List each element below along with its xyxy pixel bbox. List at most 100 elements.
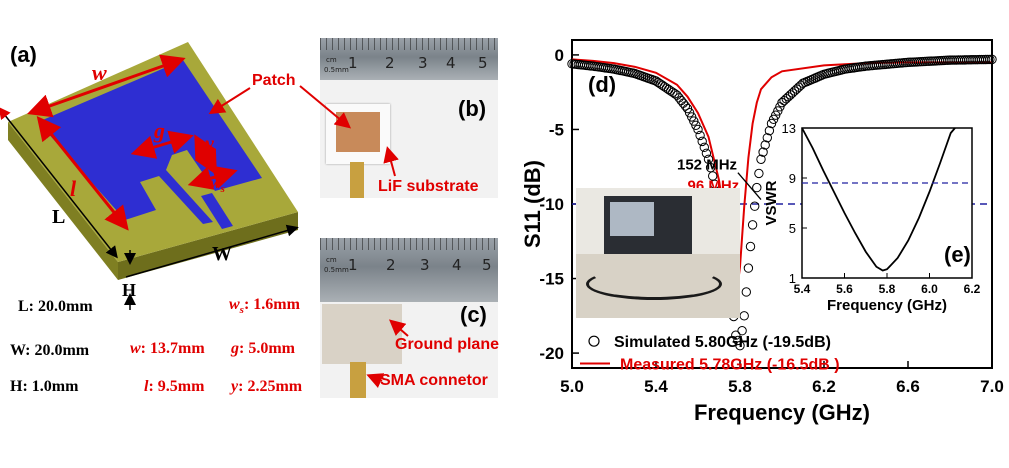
legend-marker-simulated	[588, 335, 600, 347]
dim-W: W: 20.0mm	[10, 342, 90, 359]
sim-point	[731, 330, 741, 340]
x-axis-label: Frequency (GHz)	[694, 400, 870, 425]
dim-y: y: 2.25mm	[231, 378, 302, 396]
pointer-patch-1	[208, 87, 251, 115]
sim-point	[743, 263, 754, 273]
sim-point	[701, 148, 712, 159]
cable	[586, 268, 722, 300]
pointer-ground	[388, 319, 409, 337]
dim-l-symbol: l	[144, 378, 149, 395]
legend-text-measured: Measured 5.78GHz (-16.5dB )	[620, 357, 840, 374]
dim-g: g: 5.0mm	[231, 340, 295, 358]
dim-L: L: 20.0mm	[18, 298, 93, 315]
dim-g-value: : 5.0mm	[239, 340, 295, 357]
sim-point	[754, 168, 764, 179]
ruler-num-c-2: 2	[386, 256, 396, 274]
label-lif-substrate: LiF substrate	[378, 178, 479, 195]
ruler-ticks-bottom	[320, 238, 498, 250]
ruler-ticks-top	[320, 38, 498, 50]
ruler-small-b: 0.5mm	[324, 66, 349, 74]
analyzer-screen	[610, 202, 654, 236]
antenna-label-ws-main: w	[210, 175, 221, 192]
antenna-label-ws-sub: s	[220, 183, 225, 196]
sim-point	[735, 340, 745, 351]
arrow-L	[0, 106, 118, 259]
ruler-num-c-3: 3	[420, 256, 430, 274]
x-tick-label-4: 6.6	[896, 377, 920, 396]
sim-point	[693, 124, 703, 135]
sim-point	[760, 140, 770, 150]
sim-point	[699, 142, 710, 153]
ruler-num-b-3: 3	[418, 54, 428, 72]
sim-point	[762, 133, 773, 143]
x-tick-label-2: 5.8	[728, 377, 752, 396]
antenna-label-l: l	[70, 176, 77, 201]
sim-point	[745, 241, 756, 252]
sim-point	[697, 136, 707, 147]
ruler-unit-c: cm	[326, 256, 337, 264]
sim-point	[758, 147, 768, 157]
ruler-num-b-2: 2	[385, 54, 395, 72]
arrow-w	[27, 54, 186, 118]
panel-label-e: (e)	[944, 242, 971, 267]
sim-point	[750, 201, 760, 211]
legend-text-simulated: Simulated 5.80GHz (-19.5dB)	[614, 334, 831, 351]
pointer-patch-2	[299, 85, 352, 129]
antenna-label-g: g	[154, 118, 165, 143]
dim-H: H: 1.0mm	[10, 378, 79, 395]
inset-y-tick-label-0: 1	[789, 271, 796, 286]
substrate-side-right	[118, 212, 298, 280]
sma-connector-c	[350, 362, 366, 398]
label-sma-connector: SMA connetor	[380, 372, 488, 389]
arrow-g	[130, 130, 194, 159]
antenna-label-w: w	[92, 60, 107, 85]
dim-y-symbol: y	[231, 378, 239, 395]
sim-point	[756, 154, 766, 164]
sim-point	[739, 311, 749, 321]
inset-y-axis-label: VSWR	[763, 180, 780, 225]
feed-line	[201, 193, 233, 229]
dim-ws-value: : 1.6mm	[243, 296, 300, 313]
antenna-label-W: W	[212, 243, 232, 265]
dim-ws: ws: 1.6mm	[229, 296, 300, 316]
sim-point	[752, 182, 762, 193]
panel-label-c: (c)	[460, 302, 487, 327]
inset-x-tick-label-2: 5.8	[879, 282, 896, 296]
sim-point	[680, 101, 691, 111]
x-tick-label-1: 5.4	[644, 377, 668, 396]
inset-x-axis-label: Frequency (GHz)	[827, 297, 947, 314]
panel-label-d: (d)	[588, 72, 617, 97]
sim-point	[987, 54, 997, 65]
inset-y-tick-label-2: 9	[789, 171, 796, 186]
sim-point	[695, 130, 705, 141]
photo-pointer-arrows	[208, 85, 409, 388]
inset-x-tick-label-0: 5.4	[794, 282, 811, 296]
sma-connector-b	[350, 162, 364, 198]
photo-network-analyzer	[576, 188, 740, 318]
dim-l-value: : 9.5mm	[148, 378, 205, 395]
dim-w-value: : 13.7mm	[140, 340, 205, 357]
ruler-num-c-4: 4	[452, 256, 462, 274]
ruler-num-b-4: 4	[446, 54, 456, 72]
ruler-unit-b: cm	[326, 56, 337, 64]
sim-point	[678, 98, 689, 108]
annotation-arrow-sim	[737, 172, 762, 200]
antenna-arrows	[0, 54, 299, 310]
annotation-sim-bandwidth: 152 MHz	[677, 157, 737, 174]
y-tick-label-1: -5	[549, 120, 564, 139]
sim-point	[747, 220, 758, 230]
inset-x-tick-label-1: 5.6	[836, 282, 853, 296]
sim-point	[737, 326, 747, 336]
panel-label-b: (b)	[458, 96, 487, 121]
pointer-lif	[383, 146, 399, 177]
ground-plane	[322, 304, 402, 364]
sim-point	[676, 95, 686, 106]
inset-x-tick-label-3: 6.0	[921, 282, 938, 296]
x-tick-label-5: 7.0	[980, 377, 1004, 396]
y-tick-label-0: 0	[555, 46, 564, 65]
y-tick-label-2: -10	[539, 195, 564, 214]
y-tick-label-3: -15	[539, 270, 564, 289]
dim-y-value: : 2.25mm	[238, 378, 303, 395]
sim-point	[764, 125, 775, 136]
